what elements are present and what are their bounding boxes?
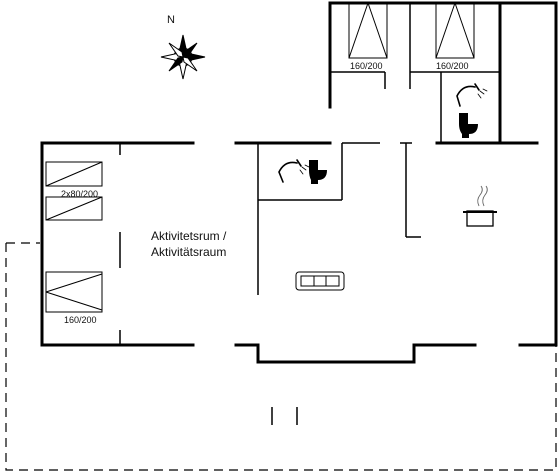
bed-label-top-right: 160/200 — [436, 61, 469, 71]
shower-icon — [456, 83, 488, 107]
toilet-icon — [459, 113, 478, 138]
bed-icon — [45, 161, 103, 221]
entrance-steps — [271, 407, 298, 425]
bed-icon — [435, 2, 475, 59]
bed-label-left-bottom: 160/200 — [64, 315, 97, 325]
toilet-icon — [309, 160, 327, 184]
compass: N — [160, 14, 206, 80]
bed-icon — [348, 2, 388, 59]
terrace-outline — [5, 242, 557, 471]
sofa-icon — [295, 271, 345, 291]
activity-room-label-line1: Aktivitetsrum / — [151, 229, 227, 243]
bed-icon — [45, 271, 103, 313]
cooking-pot-icon — [463, 185, 497, 227]
bed-label-left-top: 2x80/200 — [61, 189, 98, 199]
compass-rose-icon — [160, 34, 206, 80]
shower-icon — [278, 159, 310, 183]
interior-walls — [119, 3, 500, 345]
bed-label-top-left: 160/200 — [350, 61, 383, 71]
walls — [40, 1, 558, 364]
compass-north-label: N — [167, 14, 175, 26]
activity-room-label-line2: Aktivitätsraum — [151, 245, 226, 259]
